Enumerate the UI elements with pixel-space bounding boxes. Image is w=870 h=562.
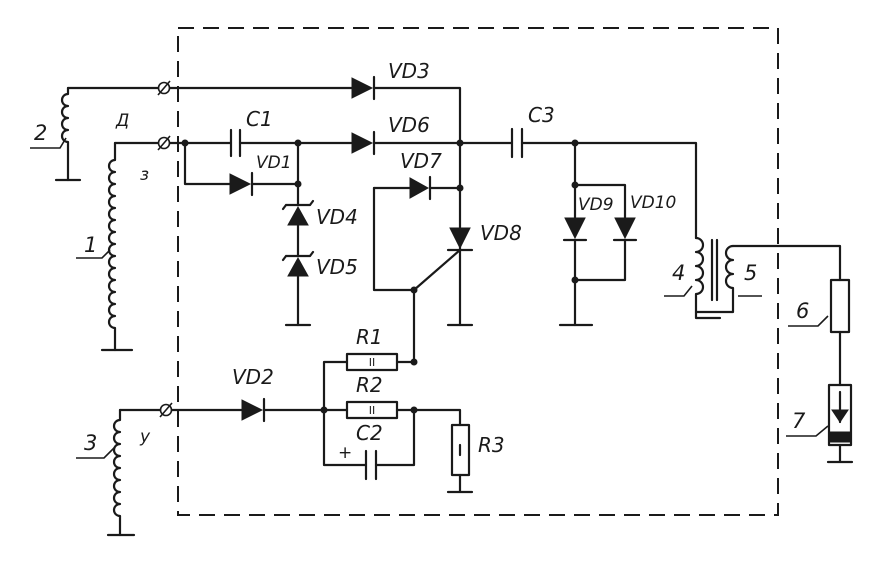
label-vd5: VD5 [316, 255, 358, 279]
label-terminal-d: Д [115, 111, 129, 131]
callout-7: 7 [786, 409, 829, 437]
zener-vd5 [281, 250, 315, 277]
svg-text:2: 2 [34, 121, 47, 145]
resistor-r2: II [345, 400, 399, 420]
callout-5: 5 [738, 261, 762, 297]
label-c3: C3 [528, 103, 555, 127]
coil-3 [106, 408, 162, 537]
diode-vd10 [612, 217, 638, 242]
label-vd1: VD1 [256, 153, 292, 173]
callout-3: 3 [76, 431, 115, 459]
label-terminal-u: у [139, 427, 151, 447]
svg-text:II: II [369, 404, 376, 417]
label-terminal-z: з [140, 165, 149, 185]
label-r3: R3 [478, 433, 505, 457]
label-vd10: VD10 [630, 193, 676, 213]
svg-text:4: 4 [672, 261, 685, 285]
spark-plug-7 [826, 383, 854, 464]
label-vd8: VD8 [480, 221, 522, 245]
transformer [694, 236, 842, 320]
diode-vd3 [351, 75, 376, 101]
svg-text:II: II [369, 356, 376, 369]
capacitor-c3 [510, 127, 524, 159]
svg-text:7: 7 [792, 409, 806, 433]
terminal-d [157, 80, 171, 96]
thyristor-vd8 [412, 227, 474, 292]
label-r1: R1 [356, 325, 383, 349]
label-c2-polarity: + [338, 443, 352, 463]
module-boundary [177, 27, 779, 516]
diode-vd9 [562, 217, 588, 242]
diode-vd2 [241, 397, 266, 423]
svg-text:5: 5 [744, 261, 757, 285]
label-vd6: VD6 [388, 113, 430, 137]
resistor-r3 [446, 423, 474, 494]
resistor-r1: II [345, 352, 399, 372]
coil-1 [100, 141, 160, 352]
label-vd3: VD3 [388, 59, 430, 83]
label-c2: C2 [356, 421, 383, 445]
label-c1: C1 [246, 107, 273, 131]
diode-vd6 [351, 130, 376, 156]
coil-2 [54, 86, 160, 182]
zener-vd4 [281, 199, 315, 226]
capacitor-c1 [229, 128, 242, 158]
label-vd9: VD9 [578, 195, 614, 215]
capacitor-c2 [364, 449, 378, 481]
terminal-z [157, 135, 171, 151]
diode-vd1 [229, 171, 254, 197]
svg-text:1: 1 [84, 233, 97, 257]
svg-text:3: 3 [84, 431, 97, 455]
callout-2: 2 [30, 121, 67, 149]
svg-text:6: 6 [796, 299, 809, 323]
label-vd4: VD4 [316, 205, 358, 229]
label-vd7: VD7 [400, 149, 442, 173]
label-vd2: VD2 [232, 365, 274, 389]
diode-vd7 [409, 175, 432, 201]
resistor-6 [829, 278, 851, 387]
terminal-u [159, 402, 173, 418]
callout-4: 4 [664, 261, 693, 297]
callout-6: 6 [788, 299, 829, 327]
callout-1: 1 [76, 233, 111, 259]
label-r2: R2 [356, 373, 383, 397]
